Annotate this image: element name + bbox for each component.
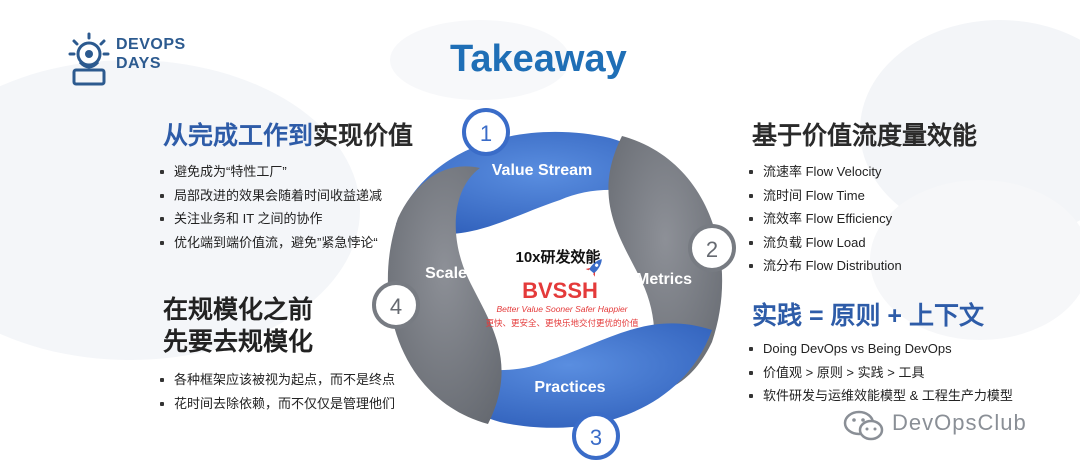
center-title: 10x研发效能: [515, 248, 600, 266]
center-subtitle: Better Value Sooner Safer Happier: [496, 304, 628, 314]
cycle-label-practices: Practices: [534, 379, 605, 396]
logo-line2: DAYS: [116, 55, 161, 72]
list-item: 关注业务和 IT 之间的协作: [158, 207, 382, 231]
cycle-label-scale: Scale: [425, 265, 467, 282]
list-item: 优化端到端价值流，避免”紧急悖论“: [158, 231, 382, 255]
cycle-segment-value-stream: [396, 131, 685, 235]
cycle-number-3: 3: [572, 412, 620, 460]
left-bullet-list-2: 各种框架应该被视为起点，而不是终点 花时间去除依赖，而不仅仅是管理他们: [158, 368, 395, 415]
cycle-label-value-stream: Value Stream: [492, 162, 593, 179]
svg-text:4: 4: [390, 294, 402, 319]
devopsdays-logo-icon: [68, 32, 110, 86]
list-item: 流速率 Flow Velocity: [747, 160, 902, 184]
list-item: 软件研发与运维效能模型 & 工程生产力模型: [747, 384, 1013, 408]
watermark-text: DevOpsClub: [892, 410, 1027, 435]
left-heading-2-line1: 在规模化之前: [163, 296, 314, 324]
left-heading-2: 在规模化之前 先要去规模化: [163, 294, 313, 358]
list-item: 各种框架应该被视为起点，而不是终点: [158, 368, 395, 392]
list-item: 避免成为“特性工厂”: [158, 160, 382, 184]
right-bullet-list: 流速率 Flow Velocity 流时间 Flow Time 流效率 Flow…: [747, 160, 902, 278]
right-bullet-list-2: Doing DevOps vs Being DevOps 价值观 > 原则 > …: [747, 337, 1013, 408]
cycle-diagram: 1 2 3 4 Value Stream Metrics Practices S…: [372, 108, 736, 460]
left-heading-part1: 从完成工作到: [163, 122, 314, 150]
list-item: 价值观 > 原则 > 实践 > 工具: [747, 361, 1013, 385]
left-heading-part2: 实现价值: [313, 122, 414, 150]
cycle-number-4: 4: [372, 281, 420, 329]
cycle-segment-scale: [387, 166, 502, 424]
left-heading-2-line2: 先要去规模化: [163, 328, 314, 356]
rocket-icon: [585, 259, 602, 277]
left-bullet-list: 避免成为“特性工厂” 局部改进的效果会随着时间收益递减 关注业务和 IT 之间的…: [158, 160, 382, 254]
svg-text:2: 2: [706, 237, 718, 262]
logo-line1: DEVOPS: [116, 36, 186, 53]
svg-text:3: 3: [590, 425, 602, 450]
list-item: 流负载 Flow Load: [747, 231, 902, 255]
cycle-label-metrics: Metrics: [636, 271, 692, 288]
center-brand: BVSSH: [522, 278, 598, 303]
formula-heading: 实践 = 原则 + 上下文: [752, 302, 984, 330]
list-item: 花时间去除依赖，而不仅仅是管理他们: [158, 392, 395, 416]
right-heading: 基于价值流度量效能: [752, 122, 978, 150]
list-item: Doing DevOps vs Being DevOps: [747, 337, 1013, 361]
list-item: 流效率 Flow Efficiency: [747, 207, 902, 231]
page-title: Takeaway: [450, 38, 627, 80]
list-item: 流分布 Flow Distribution: [747, 254, 902, 278]
list-item: 流时间 Flow Time: [747, 184, 902, 208]
list-item: 局部改进的效果会随着时间收益递减: [158, 184, 382, 208]
center-chinese-subtitle: 更快、更安全、更快乐地交付更优的价值: [485, 318, 639, 328]
wechat-icon: [843, 410, 884, 441]
svg-text:1: 1: [480, 121, 492, 146]
cycle-number-2: 2: [688, 224, 736, 272]
left-heading: 从完成工作到实现价值: [163, 116, 413, 152]
cycle-number-1: 1: [462, 108, 510, 156]
logo-text: DEVOPS DAYS: [116, 35, 186, 73]
